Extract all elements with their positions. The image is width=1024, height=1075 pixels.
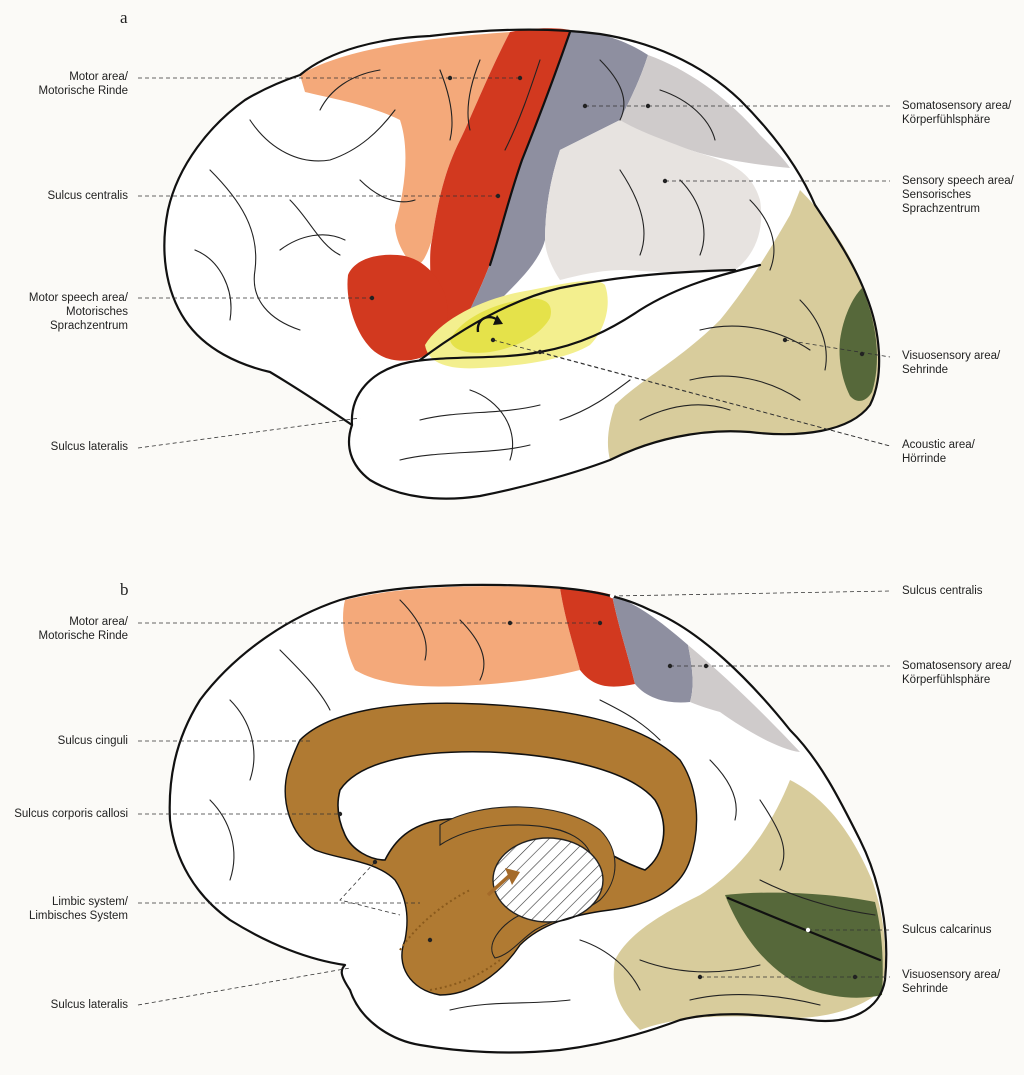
label-a-sulcus-centralis: Sulcus centralis — [47, 190, 128, 202]
label-b-sulcus-cinguli: Sulcus cinguli — [57, 735, 128, 747]
region-somato-assoc-medial — [688, 645, 800, 752]
label-a-sensory-speech: Sensory speech area/ Sensorisches Sprach… — [902, 175, 1014, 215]
label-b-sulcus-corporis-callosi: Sulcus corporis callosi — [14, 808, 128, 820]
label-b-motor-area: Motor area/ Motorische Rinde — [38, 616, 128, 642]
label-b-sulcus-lateralis: Sulcus lateralis — [50, 999, 128, 1011]
region-somatosensory-medial — [612, 595, 693, 703]
label-a-somatosensory: Somatosensory area/ Körperfühlsphäre — [902, 100, 1012, 126]
region-motor-speech — [347, 254, 448, 361]
brain-medial-view — [168, 583, 888, 1054]
region-premotor-lateral — [300, 32, 510, 265]
region-primary-motor-medial — [560, 588, 635, 687]
label-b-somatosensory: Somatosensory area/ Körperfühlsphäre — [902, 660, 1012, 686]
label-b-limbic: Limbic system/ Limbisches System — [28, 896, 128, 922]
panel-letter-b: b — [120, 580, 129, 599]
fornix — [439, 806, 616, 959]
region-visual-lateral — [839, 288, 877, 401]
label-a-acoustic: Acoustic area/ Hörrinde — [902, 439, 975, 465]
panel-letter-a: a — [120, 8, 128, 27]
label-b-sulcus-centralis: Sulcus centralis — [902, 585, 983, 597]
region-sensory-speech — [545, 120, 762, 280]
region-visual-medial — [725, 892, 883, 998]
label-a-sulcus-lateralis: Sulcus lateralis — [50, 441, 128, 453]
region-acoustic-core — [450, 298, 551, 353]
label-a-visuosensory: Visuosensory area/ Sehrinde — [902, 350, 1001, 376]
label-a-motor-speech: Motor speech area/ Motorisches Sprachzen… — [28, 292, 128, 332]
region-motor-medial — [343, 586, 580, 687]
region-visual-assoc-lateral — [607, 190, 880, 460]
label-b-sulcus-calcarinus: Sulcus calcarinus — [902, 924, 992, 936]
region-primary-motor-lateral — [430, 28, 570, 330]
label-a-motor-area: Motor area/ Motorische Rinde — [38, 71, 128, 97]
label-b-visuosensory: Visuosensory area/ Sehrinde — [902, 969, 1001, 995]
region-somatosensory-lateral — [460, 30, 648, 330]
thalamus-hatched — [492, 837, 604, 923]
brain-lateral-view — [163, 28, 881, 500]
lateral-gyri — [194, 59, 827, 461]
leader-lines — [137, 75, 891, 1006]
medial-gyri — [209, 599, 821, 1011]
